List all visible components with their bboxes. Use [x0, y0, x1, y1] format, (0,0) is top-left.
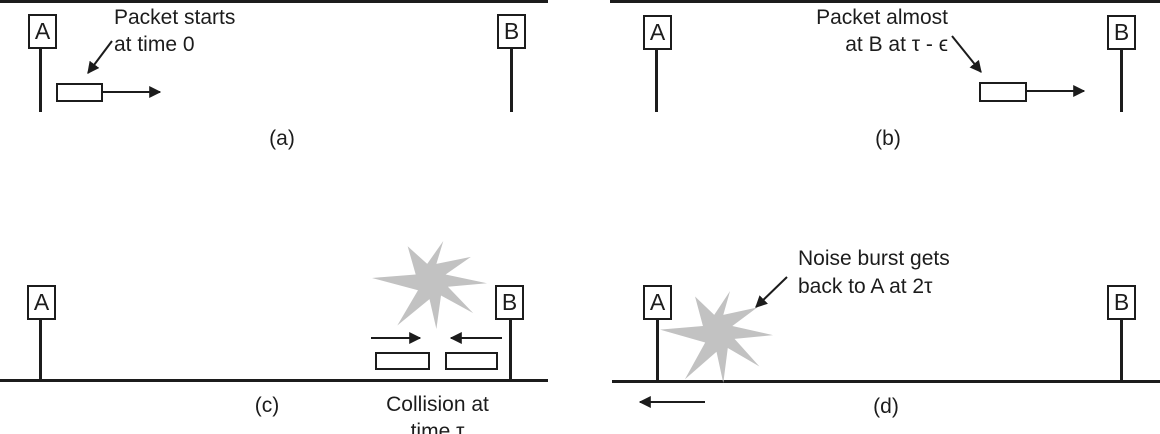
station-a-label: A: [649, 19, 666, 45]
station-a-box-panel-a: A: [28, 14, 57, 49]
station-b-label: B: [501, 289, 518, 315]
bus-cable-a: [0, 0, 548, 3]
annotation-line1: Packet starts: [114, 6, 236, 29]
station-b-pole-panel-d: [1120, 320, 1123, 380]
caption-panel-b: (b): [875, 127, 901, 150]
station-a-pole-panel-b: [655, 50, 658, 112]
annotation-line2: back to A at 2τ: [798, 275, 933, 298]
bus-cable-c: [0, 379, 548, 382]
station-b-label: B: [1113, 289, 1130, 315]
station-a-label: A: [33, 289, 50, 315]
station-b-box-panel-b: B: [1107, 15, 1136, 50]
station-a-pole-panel-c: [39, 320, 42, 379]
annotation-line2: at B at τ - ϵ: [845, 33, 948, 56]
station-b-pole-panel-b: [1120, 50, 1123, 112]
station-b-label: B: [503, 18, 520, 44]
station-a-label: A: [649, 289, 666, 315]
collision-burst-icon-c: [372, 241, 487, 329]
annotation-panel-b: Packet almost at B at τ - ϵ: [768, 4, 948, 58]
station-b-box-panel-d: B: [1107, 285, 1136, 320]
station-a-pole-panel-d: [656, 320, 659, 380]
station-a-box-panel-b: A: [643, 15, 672, 50]
annotation-line1: Noise burst gets: [798, 247, 950, 270]
packet-motion-arrow-right-b: [1027, 85, 1086, 97]
station-b-box-panel-c: B: [495, 285, 524, 320]
noise-burst-icon-d: [660, 291, 773, 383]
packet-rect-b: [979, 82, 1027, 102]
annotation-line2: time τ: [410, 420, 465, 434]
packet-rect-a: [56, 83, 103, 102]
collision-arrow-left-icon: [449, 332, 502, 344]
caption-panel-c: (c): [254, 394, 280, 417]
noise-return-arrow-left-icon: [638, 396, 705, 408]
annotation-arrow-d: [755, 276, 788, 308]
station-b-label: B: [1113, 19, 1130, 45]
collision-arrow-right-icon: [371, 332, 422, 344]
packet-rect-c-left: [375, 352, 430, 370]
caption-panel-d: (d): [873, 395, 899, 418]
annotation-panel-c: Collision at time τ: [360, 391, 515, 434]
caption-panel-a: (a): [269, 127, 295, 150]
station-a-box-panel-c: A: [27, 285, 56, 320]
packet-motion-arrow-right-a: [103, 86, 162, 98]
station-b-box-panel-a: B: [497, 14, 526, 49]
annotation-panel-d: Noise burst gets back to A at 2τ: [798, 245, 950, 301]
station-b-pole-panel-c: [509, 320, 512, 379]
annotation-arrow-a: [87, 40, 113, 74]
station-a-label: A: [34, 18, 51, 44]
annotation-line1: Packet almost: [816, 6, 948, 29]
annotation-line1: Collision at: [386, 393, 489, 416]
bus-cable-b: [610, 0, 1160, 3]
annotation-line2: at time 0: [114, 33, 195, 56]
packet-rect-c-right: [445, 352, 498, 370]
annotation-panel-a: Packet starts at time 0: [114, 4, 235, 58]
station-a-box-panel-d: A: [643, 285, 672, 320]
station-b-pole-panel-a: [510, 49, 513, 112]
station-a-pole-panel-a: [39, 49, 42, 112]
bus-cable-d: [612, 380, 1160, 383]
annotation-arrow-b: [951, 35, 982, 73]
